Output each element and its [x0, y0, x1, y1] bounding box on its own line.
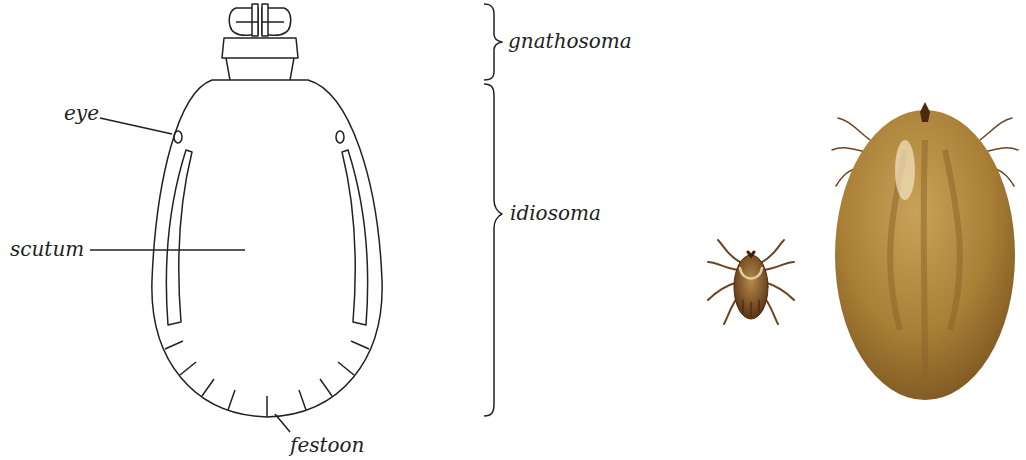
engorged-tick-photo [832, 102, 1018, 400]
part-label: eye [64, 102, 99, 124]
part-label: festoon [290, 434, 365, 456]
unfed-tick-photo [708, 240, 794, 324]
part-label: gnathosoma [508, 30, 632, 52]
part-label: idiosoma [510, 202, 601, 224]
part-label: scutum [10, 238, 84, 260]
tick-drawing [90, 4, 502, 432]
